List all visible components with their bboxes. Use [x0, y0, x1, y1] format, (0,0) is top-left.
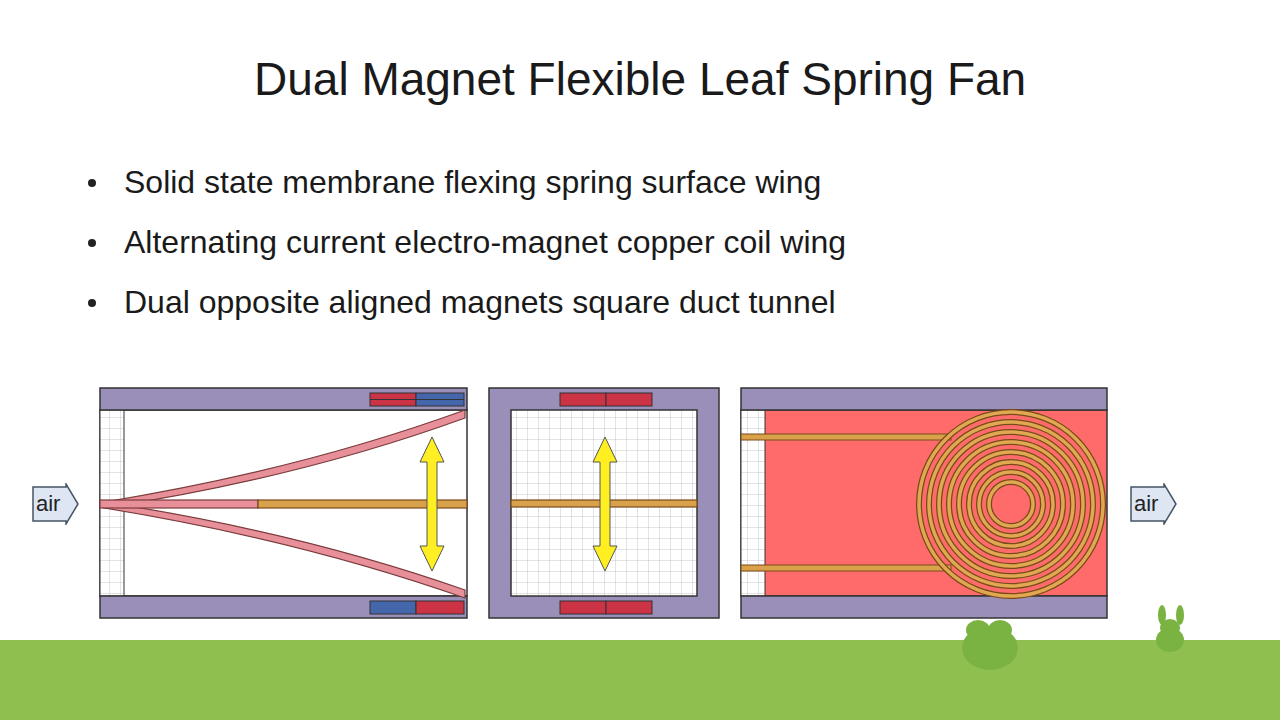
bullet-dot: [88, 299, 96, 307]
air-arrow: air: [32, 483, 79, 525]
bullet-dot: [88, 239, 96, 247]
air-label: air: [36, 493, 79, 515]
air-arrow: air: [1130, 483, 1177, 525]
top-view: [741, 388, 1107, 618]
bullet-text: Solid state membrane flexing spring surf…: [124, 164, 821, 201]
end-view: [489, 388, 719, 618]
slide-title: Dual Magnet Flexible Leaf Spring Fan: [254, 52, 1026, 106]
ground: [0, 640, 1280, 720]
air-label: air: [1134, 493, 1177, 515]
side-view: [100, 388, 467, 618]
bullet-dot: [88, 179, 96, 187]
bullet-text: Dual opposite aligned magnets square duc…: [124, 284, 836, 321]
bullet-text: Alternating current electro-magnet coppe…: [124, 224, 846, 261]
copper-coil: [919, 412, 1103, 596]
